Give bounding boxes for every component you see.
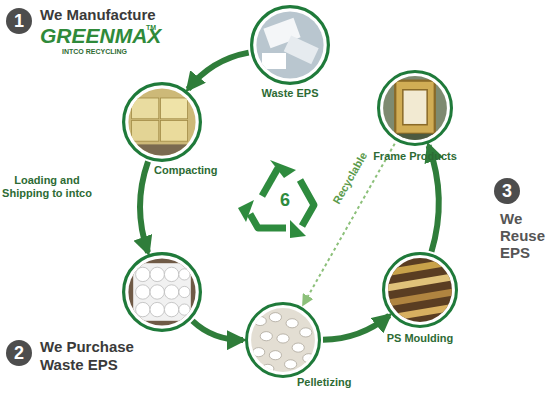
brand-logo: GREENMAX bbox=[40, 24, 160, 48]
recycle-number: 6 bbox=[273, 190, 297, 211]
dotted-arrow bbox=[303, 144, 394, 305]
photo-circle bbox=[377, 70, 453, 146]
heading-text: We Manufacture bbox=[40, 6, 190, 23]
recycle-arrow bbox=[262, 168, 278, 196]
process-circle: PS Moulding bbox=[382, 252, 458, 328]
process-circle: Waste EPS bbox=[250, 5, 330, 85]
photo-circle bbox=[122, 82, 202, 162]
node-label: PS Moulding bbox=[378, 332, 462, 345]
process-circle: Loading and Shipping to intco bbox=[122, 252, 202, 332]
flow-arrow bbox=[140, 162, 148, 253]
node-label: Compacting bbox=[154, 164, 244, 177]
heading-text: We Reuse EPS bbox=[500, 210, 556, 261]
node-label: Waste EPS bbox=[250, 87, 330, 100]
process-circle: Pelletizing bbox=[245, 302, 321, 378]
node-label: Frame Products bbox=[369, 150, 461, 163]
node-label: Pelletizing bbox=[297, 376, 377, 389]
heading-text: We Purchase Waste EPS bbox=[40, 338, 170, 374]
recycle-arrow bbox=[250, 214, 286, 228]
flow-arrow bbox=[188, 53, 249, 89]
trademark-mark: TM bbox=[146, 24, 166, 31]
recycle-arrow bbox=[300, 180, 314, 226]
process-circle: Compacting bbox=[122, 82, 202, 162]
flow-arrow bbox=[323, 316, 389, 340]
callout-number: 2 bbox=[6, 340, 32, 366]
process-circle: Frame Products bbox=[377, 70, 453, 146]
recycle-arrowhead bbox=[238, 200, 254, 222]
node-label: Loading and Shipping to intco bbox=[0, 174, 102, 200]
callout-number: 1 bbox=[6, 8, 32, 34]
recycle-arrowhead bbox=[270, 160, 296, 178]
recycle-arrowhead bbox=[290, 220, 306, 238]
photo-circle bbox=[250, 5, 330, 85]
brand-subtitle: INTCO RECYCLING bbox=[62, 48, 162, 55]
photo-circle bbox=[122, 252, 202, 332]
photo-circle bbox=[245, 302, 321, 378]
flow-arrow bbox=[193, 321, 243, 340]
photo-circle bbox=[382, 252, 458, 328]
callout-number: 3 bbox=[494, 178, 520, 204]
